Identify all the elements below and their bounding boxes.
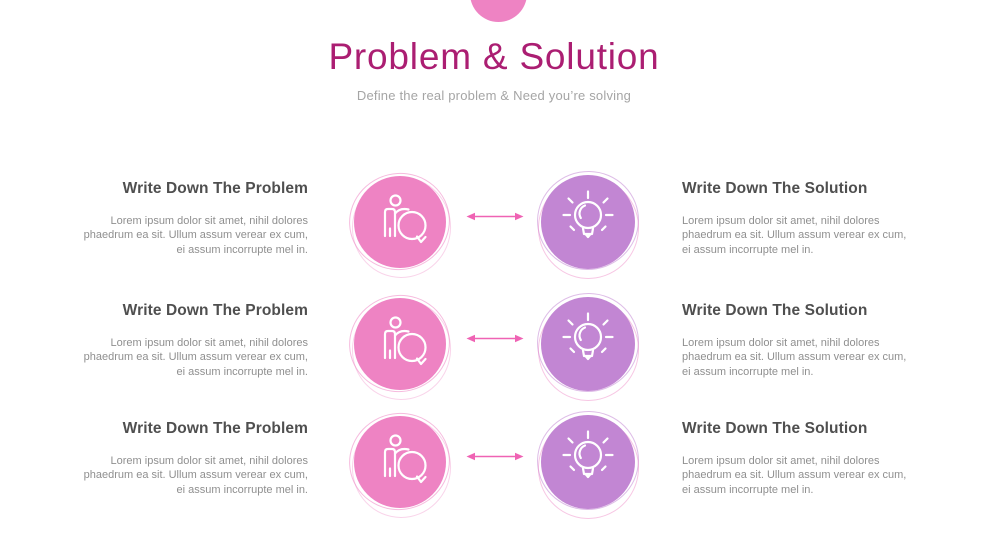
- top-accent-circle: [470, 0, 527, 22]
- problem-heading: Write Down The Problem: [122, 420, 308, 437]
- problem-solution-row: Write Down The Problem Lorem ipsum dolor…: [0, 402, 988, 534]
- problem-body: Lorem ipsum dolor sit amet, nihil dolore…: [83, 455, 308, 496]
- double-headed-arrow-icon: [466, 212, 524, 221]
- page-title: Problem & Solution: [328, 36, 660, 77]
- solution-body: Lorem ipsum dolor sit amet, nihil dolore…: [682, 455, 907, 496]
- person-search-icon: [383, 194, 427, 244]
- double-headed-arrow-icon: [466, 452, 524, 461]
- solution-text-block: Write Down The Solution Lorem ipsum dolo…: [682, 302, 912, 379]
- problem-circle: [338, 402, 461, 528]
- solution-circle: [527, 402, 650, 530]
- solution-text-block: Write Down The Solution Lorem ipsum dolo…: [682, 420, 912, 497]
- problem-solution-row: Write Down The Problem Lorem ipsum dolor…: [0, 284, 988, 416]
- solution-body: Lorem ipsum dolor sit amet, nihil dolore…: [682, 215, 907, 256]
- solution-body: Lorem ipsum dolor sit amet, nihil dolore…: [682, 337, 907, 378]
- solution-circle: [527, 284, 650, 412]
- problem-circle: [338, 284, 461, 410]
- person-search-icon: [383, 316, 427, 366]
- page-subtitle: Define the real problem & Need you’re so…: [356, 88, 632, 103]
- solution-heading: Write Down The Solution: [682, 302, 868, 319]
- lightbulb-icon: [562, 430, 614, 479]
- problem-body: Lorem ipsum dolor sit amet, nihil dolore…: [83, 215, 308, 256]
- solution-heading: Write Down The Solution: [682, 180, 868, 197]
- problem-body: Lorem ipsum dolor sit amet, nihil dolore…: [83, 337, 308, 378]
- double-headed-arrow-icon: [466, 334, 524, 343]
- problem-text-block: Write Down The Problem Lorem ipsum dolor…: [78, 420, 308, 497]
- solution-circle: [527, 162, 650, 290]
- lightbulb-icon: [562, 312, 614, 361]
- solution-heading: Write Down The Solution: [682, 420, 868, 437]
- problem-circle: [338, 162, 461, 288]
- solution-text-block: Write Down The Solution Lorem ipsum dolo…: [682, 180, 912, 257]
- lightbulb-icon: [562, 190, 614, 239]
- problem-heading: Write Down The Problem: [122, 180, 308, 197]
- problem-text-block: Write Down The Problem Lorem ipsum dolor…: [78, 180, 308, 257]
- person-search-icon: [383, 434, 427, 484]
- problem-heading: Write Down The Problem: [122, 302, 308, 319]
- problem-solution-row: Write Down The Problem Lorem ipsum dolor…: [0, 162, 988, 294]
- problem-text-block: Write Down The Problem Lorem ipsum dolor…: [78, 302, 308, 379]
